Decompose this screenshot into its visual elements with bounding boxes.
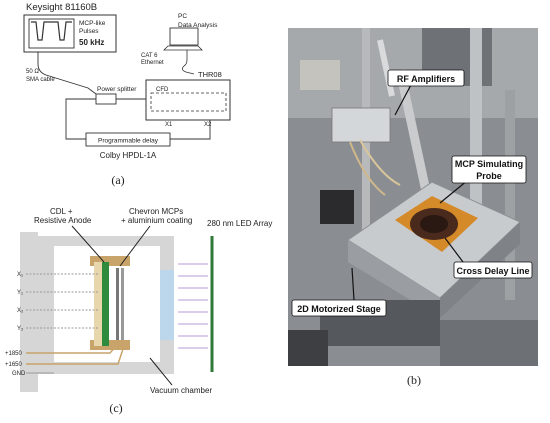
power-splitter-label: Power splitter <box>97 86 137 93</box>
pulse-label-2: Pulses <box>79 28 99 35</box>
hv1-label: +1850 <box>5 351 23 357</box>
ethernet-label-1: CAT 6 <box>141 53 158 59</box>
panel-b-photo: RF Amplifiers MCP Simulating Probe Cross… <box>288 28 538 387</box>
mcp-leader-line <box>119 225 151 267</box>
rf-amplifiers-leader <box>394 82 413 116</box>
cdl-leader <box>444 237 467 267</box>
power-splitter-box <box>95 93 117 105</box>
gnd-label: GND <box>12 371 26 377</box>
delay-model-label: Colby HPDL-1A <box>100 151 157 160</box>
panel-c-detector: CDL + Resistive Anode Chevron MCPs + alu… <box>5 207 272 415</box>
signal-pins: X₁ Y₁ X₂ Y₂ +1850 +1650 GND <box>5 272 125 377</box>
mcp-label-2: + aluminium coating <box>121 216 192 225</box>
photo-stage-side <box>348 240 440 318</box>
rf-amplifiers-label: RF Amplifiers <box>397 74 455 84</box>
sma-cable <box>37 52 97 95</box>
stage-label: 2D Motorized Stage <box>297 304 381 314</box>
stage-box <box>291 299 387 317</box>
x1-label: X1 <box>165 122 173 128</box>
mcp-plate-1 <box>116 268 119 340</box>
photo-lower-right <box>440 320 538 366</box>
panel-a-schematic: Keysight 81160B MCP-like Pulses 50 kHz 5… <box>23 2 231 187</box>
pc-label-1: PC <box>178 13 187 20</box>
mcp-label-1: Chevron MCPs <box>129 207 183 216</box>
mcp-probe-leader <box>439 179 469 204</box>
cfd-label: CFD <box>156 87 169 93</box>
mcp-plate-2 <box>121 268 124 340</box>
ethernet-label-2: Ethernet <box>141 60 164 66</box>
pin-y1-label: Y₁ <box>17 290 23 296</box>
photo-cable-2 <box>349 141 386 196</box>
pin-x1-label: X₁ <box>17 272 23 278</box>
mcp-probe-label-1: MCP Simulating <box>455 159 523 169</box>
generator-label: Keysight 81160B <box>26 2 97 13</box>
holder-spacer <box>94 262 102 346</box>
photo-motor <box>320 190 354 224</box>
frequency-label: 50 kHz <box>79 38 104 47</box>
photo-rf-box <box>331 107 391 143</box>
photo-rail-far <box>505 90 515 300</box>
caption-b: (b) <box>407 373 421 387</box>
photo-rail-left <box>362 28 370 268</box>
photo-cable-1 <box>359 139 401 186</box>
x2-label: X2 <box>204 122 212 128</box>
delay-box <box>85 132 171 147</box>
vacuum-label: Vacuum chamber <box>150 386 212 395</box>
ethernet-cable <box>182 65 195 75</box>
cdl-box <box>453 261 533 279</box>
cdl-photo-label: Cross Delay Line <box>456 266 529 276</box>
caption-a: (a) <box>111 173 124 187</box>
pc-label-2: Data Analysis <box>178 22 218 29</box>
pin-y2-label: Y₂ <box>17 326 24 332</box>
pulse-waveform <box>31 21 72 41</box>
stage-leader <box>351 267 355 301</box>
photo-equipment <box>300 60 340 90</box>
caption-c: (c) <box>109 401 122 415</box>
pc-monitor <box>169 27 199 46</box>
digitizer-label: THR08 <box>198 70 222 79</box>
photo-probe-top <box>377 39 395 97</box>
hv2-wire <box>26 345 125 365</box>
cdl-label-2: Resistive Anode <box>34 216 92 225</box>
hv1-wire <box>26 345 117 354</box>
cable-label-2: SMA cable <box>26 77 55 83</box>
holder-top <box>90 256 130 266</box>
cdl-label-1: CDL + <box>50 207 73 216</box>
cdl-anode <box>102 262 109 346</box>
splitter-to-delay-wire <box>65 98 96 140</box>
uv-arrows <box>178 263 208 349</box>
pin-x2-label: X₂ <box>17 308 24 314</box>
led-label: 280 nm LED Array <box>207 219 272 228</box>
flange <box>20 232 38 392</box>
mcp-probe-label-2: Probe <box>476 171 502 181</box>
delay-box-label: Programmable delay <box>98 138 159 145</box>
pc-keyboard <box>163 45 203 51</box>
digitizer-box <box>145 79 231 121</box>
photo-lower-left <box>288 330 328 366</box>
holder-bottom <box>90 340 130 350</box>
mcp-probe-box <box>451 155 527 184</box>
cable-label-1: 50 Ω <box>26 69 39 75</box>
ethernet-cable-top <box>183 50 188 67</box>
rf-amplifiers-box <box>387 69 465 87</box>
cfd-region <box>150 92 227 112</box>
cdl-leader-line <box>71 225 105 263</box>
uv-window <box>160 270 174 340</box>
hv2-label: +1650 <box>5 362 23 368</box>
pulse-label-1: MCP-like <box>79 20 106 27</box>
delay-to-x2-wire <box>170 120 211 140</box>
photo-cdl-center <box>420 215 448 233</box>
vacuum-leader-line <box>149 357 173 386</box>
